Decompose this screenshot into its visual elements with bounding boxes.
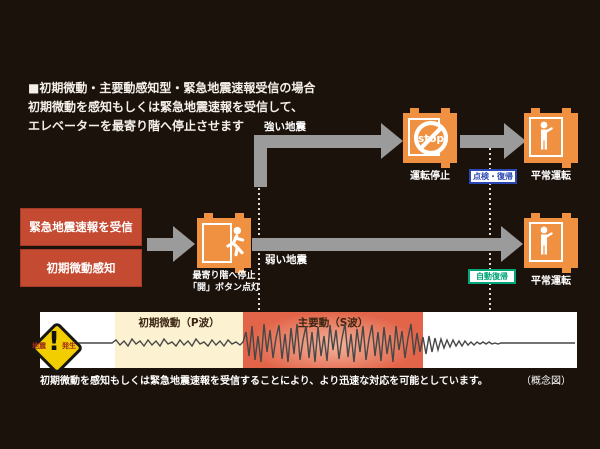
- p-wave-section: [115, 312, 243, 368]
- nearest-floor-caption: 最寄り階へ停止 「開」ボタン点灯: [186, 271, 262, 294]
- elevator-tab: [441, 108, 450, 113]
- arrow-triggers-head-icon: [173, 226, 195, 262]
- trigger-box-emergency-alert-label: 緊急地震速報を受信: [29, 220, 133, 234]
- inspection-recovery-badge: 点検・復帰: [469, 169, 517, 184]
- header-line1: ■初期微動・主要動感知型・緊急地震速報受信の場合: [28, 81, 316, 95]
- exclamation-icon: !: [48, 327, 60, 357]
- stopped-label: 運転停止: [410, 171, 450, 182]
- standing-person-icon: [540, 121, 553, 150]
- s-wave-label: 主要動（S波）: [297, 317, 369, 329]
- arrow-strong-horizontal-shaft: [254, 135, 381, 148]
- arrow-strong-head-icon: [381, 123, 403, 159]
- elevator-door-outline: [529, 222, 563, 262]
- elevator-tab: [531, 213, 540, 218]
- header-text: ■初期微動・主要動感知型・緊急地震速報受信の場合 初期微動を感知もしくは緊急地震…: [28, 79, 315, 136]
- auto-return-badge: 自動復帰: [468, 269, 516, 284]
- weak-quake-label: 弱い地震: [265, 254, 307, 266]
- elevator-normal-top: [524, 108, 578, 168]
- strong-quake-label: 強い地震: [264, 121, 306, 133]
- arrow-weak-shaft: [252, 238, 501, 251]
- elevator-tab: [562, 213, 571, 218]
- elevator-tab: [562, 268, 571, 273]
- arrow-strong-vertical-shaft: [254, 135, 267, 187]
- elevator-tab: [235, 213, 244, 218]
- dashed-connector-recovery: [489, 148, 491, 312]
- arrow-weak-head-icon: [501, 226, 523, 262]
- elevator-door-outline: [529, 117, 563, 157]
- normal-operation-label-top: 平常運転: [531, 171, 571, 182]
- trigger-box-emergency-alert: 緊急地震速報を受信: [20, 208, 142, 246]
- nearest-floor-caption-line2: 「開」ボタン点灯: [187, 282, 260, 293]
- elevator-tab: [531, 108, 540, 113]
- elevator-normal-bottom: [524, 213, 578, 273]
- p-wave-label: 初期微動（P波）: [138, 317, 220, 329]
- elevator-tab: [441, 163, 450, 168]
- elevator-tab: [410, 108, 419, 113]
- elevator-tab: [562, 163, 571, 168]
- elevator-stopped: stop: [403, 108, 457, 168]
- header-line2: 初期微動を感知もしくは緊急地震速報を受信して、: [28, 100, 304, 114]
- stop-sign-icon: stop: [413, 120, 449, 156]
- stop-sign-text: stop: [418, 133, 444, 145]
- seismograph-band: 初期微動（P波） 主要動（S波）: [40, 312, 577, 368]
- nearest-floor-caption-line1: 最寄り階へ停止: [192, 271, 256, 281]
- quake-sign-left-text: 地震: [32, 342, 46, 350]
- warning-diamond-icon: 地震 ! 発生: [29, 320, 84, 375]
- auto-return-badge-label: 自動復帰: [476, 272, 508, 281]
- arrow-inspection-shaft: [460, 135, 504, 148]
- elevator-tab: [562, 108, 571, 113]
- header-line3: エレベーターを最寄り階へ停止させます: [28, 119, 245, 133]
- elevator-tab: [235, 268, 244, 273]
- footer-note: （概念図）: [521, 376, 571, 387]
- elevator-nearest-floor: [197, 213, 251, 273]
- elevator-tab: [204, 213, 213, 218]
- arrow-inspection-head-icon: [504, 123, 526, 159]
- inspection-recovery-badge-label: 点検・復帰: [473, 172, 513, 181]
- trigger-box-initial-tremor: 初期微動感知: [20, 249, 142, 287]
- running-person-icon: [226, 226, 245, 257]
- standing-person-icon: [540, 226, 553, 255]
- footer-caption: 初期微動を感知もしくは緊急地震速報を受信することにより、より迅速な対応を可能とし…: [40, 376, 488, 387]
- trigger-box-initial-tremor-label: 初期微動感知: [46, 261, 116, 275]
- arrow-triggers-shaft: [147, 238, 174, 251]
- normal-operation-label-bottom: 平常運転: [531, 276, 571, 287]
- seismic-wave-trace: [76, 323, 575, 363]
- quake-sign-right-text: 発生: [62, 342, 76, 350]
